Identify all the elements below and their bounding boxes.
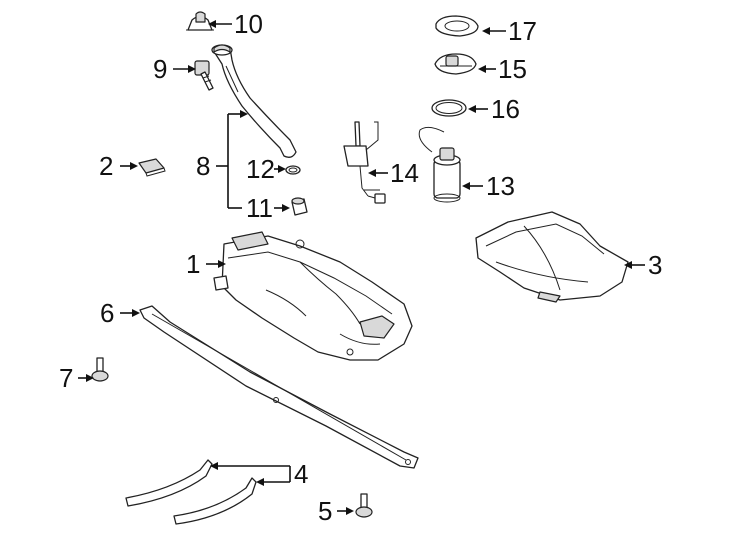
leader-lines (78, 20, 645, 515)
part-16-oring[interactable] (431, 99, 467, 117)
callout-14: 14 (390, 158, 419, 188)
part-3-shield[interactable] (475, 211, 629, 303)
part-4-straps[interactable] (125, 459, 257, 525)
callout-17: 17 (508, 16, 537, 46)
part-2-pad[interactable] (138, 158, 166, 177)
part-17-gasket[interactable] (435, 15, 479, 37)
callout-9: 9 (153, 54, 168, 84)
callout-15: 15 (498, 54, 527, 84)
callout-12: 12 (246, 154, 275, 184)
callout-8: 8 (196, 151, 211, 181)
callout-2: 2 (99, 151, 114, 181)
callout-10: 10 (234, 9, 263, 39)
part-12-clamp[interactable] (285, 165, 301, 175)
callout-7: 7 (59, 363, 74, 393)
callout-3: 3 (648, 250, 663, 280)
part-13-pump[interactable] (418, 126, 461, 203)
part-15-flange[interactable] (434, 53, 477, 75)
part-7-bolt[interactable] (91, 357, 109, 382)
part-11-hose[interactable] (291, 197, 308, 216)
callout-5: 5 (318, 496, 333, 526)
part-6-strap[interactable] (139, 305, 419, 469)
part-1-fuel-tank[interactable] (213, 231, 413, 361)
callout-16: 16 (491, 94, 520, 124)
callout-13: 13 (486, 171, 515, 201)
part-8-filler-pipe[interactable] (211, 44, 297, 158)
callout-6: 6 (100, 298, 115, 328)
part-10-cap[interactable] (186, 11, 214, 31)
callout-11: 11 (246, 193, 273, 223)
callout-4: 4 (294, 459, 309, 489)
callout-1: 1 (186, 249, 201, 279)
part-5-bolt[interactable] (355, 493, 373, 518)
part-9-bolt[interactable] (194, 60, 214, 91)
part-14-sender[interactable] (343, 121, 386, 204)
